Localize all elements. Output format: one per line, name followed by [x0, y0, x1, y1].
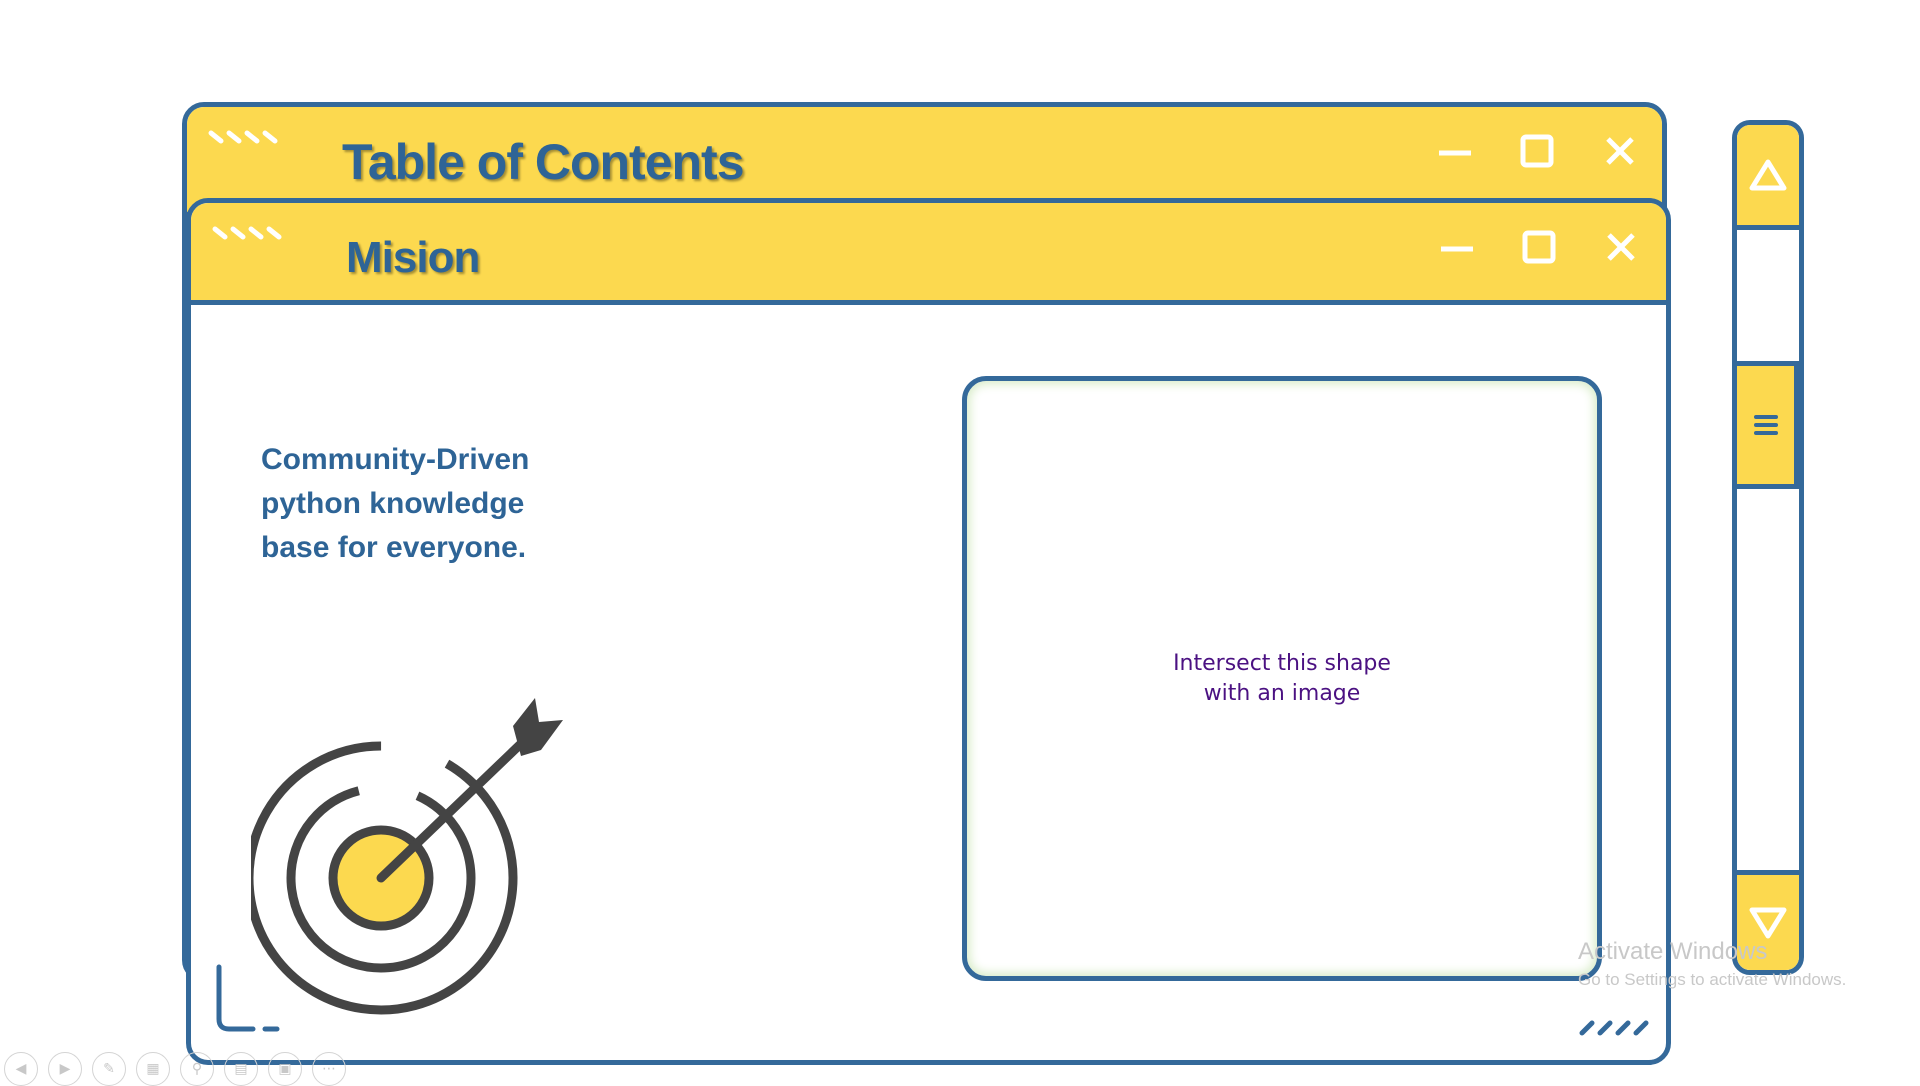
minimize-button[interactable]	[1437, 135, 1473, 171]
close-icon	[1606, 137, 1634, 165]
scroll-down-button[interactable]	[1737, 870, 1799, 970]
titlebar-mision[interactable]: Mision	[191, 203, 1666, 305]
previous-icon[interactable]: ◀	[4, 1052, 38, 1086]
minimize-icon	[1441, 246, 1473, 252]
maximize-icon	[1522, 230, 1556, 264]
corner-bracket-icon	[216, 964, 280, 1032]
window-title: Table of Contents	[342, 134, 745, 190]
next-icon[interactable]: ▶	[48, 1052, 82, 1086]
watermark-subtitle: Go to Settings to activate Windows.	[1578, 970, 1847, 989]
minimize-icon	[1439, 150, 1471, 156]
scroll-up-button[interactable]	[1737, 125, 1799, 230]
pen-icon[interactable]: ✎	[92, 1052, 126, 1086]
triangle-down-icon	[1749, 907, 1787, 938]
mission-line: base for everyone.	[261, 531, 527, 564]
mission-statement: Community-Driven python knowledge base f…	[261, 438, 621, 570]
mission-line: python knowledge	[261, 487, 525, 520]
scrollbar[interactable]	[1732, 120, 1804, 975]
window-mision: Mision Community-Driven python knowledge…	[186, 198, 1671, 1065]
hatch-decoration-icon	[212, 226, 282, 240]
maximize-button[interactable]	[1519, 133, 1555, 169]
placeholder-text: Intersect this shape with an image	[1152, 649, 1412, 709]
image-placeholder[interactable]: Intersect this shape with an image	[962, 376, 1602, 981]
grip-icon	[1753, 415, 1778, 435]
placeholder-line: with an image	[1203, 680, 1361, 706]
zoom-icon[interactable]: ⚲	[180, 1052, 214, 1086]
slides-icon[interactable]: ▦	[136, 1052, 170, 1086]
triangle-up-icon	[1749, 159, 1787, 191]
maximize-button[interactable]	[1521, 229, 1557, 265]
more-icon[interactable]: ⋯	[312, 1052, 346, 1086]
close-button[interactable]	[1603, 229, 1639, 265]
hatch-decoration-icon	[1579, 1020, 1649, 1036]
target-arrow-icon	[251, 698, 563, 1015]
camera-icon[interactable]: ▣	[268, 1052, 302, 1086]
subtitles-icon[interactable]: ▤	[224, 1052, 258, 1086]
maximize-icon	[1520, 134, 1554, 168]
minimize-button[interactable]	[1439, 231, 1475, 267]
activate-windows-watermark: Activate Windows Go to Settings to activ…	[1578, 938, 1846, 990]
placeholder-line: Intersect this shape	[1173, 650, 1391, 676]
presentation-toolbar: ◀ ▶ ✎ ▦ ⚲ ▤ ▣ ⋯	[4, 1052, 346, 1086]
mission-line: Community-Driven	[261, 443, 530, 476]
close-icon	[1607, 233, 1635, 261]
hatch-decoration-icon	[208, 130, 278, 144]
watermark-title: Activate Windows	[1578, 938, 1768, 965]
close-button[interactable]	[1602, 133, 1638, 169]
window-title: Mision	[346, 233, 480, 282]
scroll-thumb[interactable]	[1737, 361, 1799, 489]
